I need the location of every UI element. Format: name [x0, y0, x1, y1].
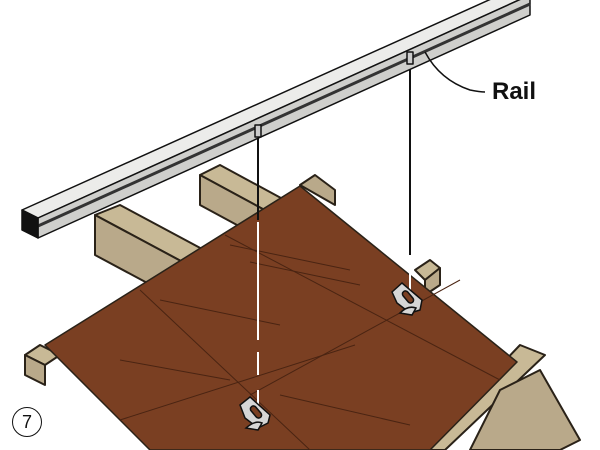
panel-seams	[119, 234, 501, 450]
clip-left	[239, 396, 271, 431]
clip-right	[391, 282, 423, 316]
floor-panel	[44, 185, 518, 450]
rail	[21, 0, 531, 239]
rail-leader-line	[424, 51, 486, 93]
step-number: 7	[12, 407, 42, 437]
rail-label: Rail	[492, 78, 537, 105]
